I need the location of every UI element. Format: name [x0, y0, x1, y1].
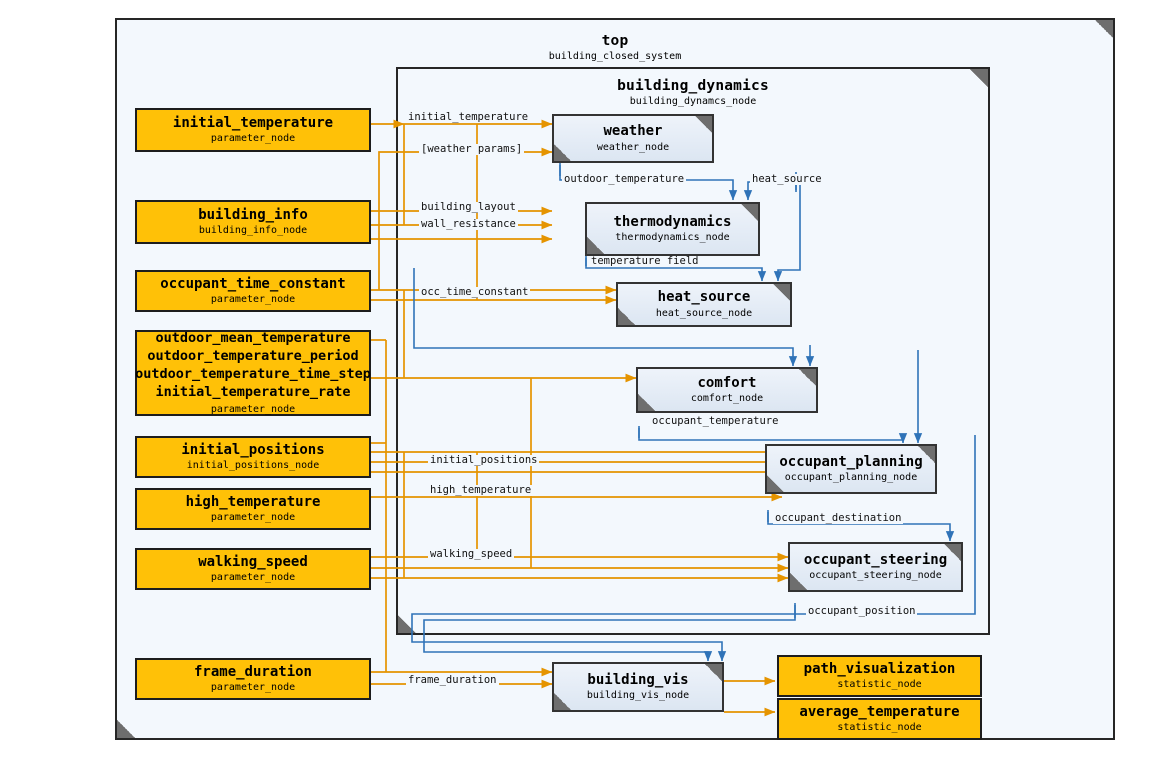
- container-building-dynamics-subtitle: building_dynamcs_node: [629, 96, 757, 107]
- node-subtitle: heat_source_node: [655, 307, 753, 319]
- node-high-temperature[interactable]: high_temperature parameter_node: [135, 488, 371, 530]
- edge-label-occ-time-constant: occ_time_constant: [419, 286, 531, 298]
- node-subtitle: parameter_node: [210, 403, 296, 415]
- node-title-line-1: outdoor_mean_temperature: [155, 330, 351, 347]
- edge-label-weather-params: [weather params]: [419, 143, 525, 155]
- node-occupant-time-constant[interactable]: occupant_time_constant parameter_node: [135, 270, 371, 312]
- container-building-dynamics-title: building_dynamics: [617, 78, 769, 94]
- node-title: frame_duration: [193, 663, 312, 680]
- folded-corner-icon: [767, 475, 784, 492]
- node-building-vis[interactable]: building_vis building_vis_node: [552, 662, 724, 712]
- node-title: occupant_time_constant: [160, 275, 346, 292]
- edge-label-building-layout: building_layout: [419, 201, 518, 213]
- edge-label-wall-resistance: wall_resistance: [419, 218, 518, 230]
- node-title: initial_temperature: [172, 114, 334, 131]
- node-subtitle: occupant_planning_node: [784, 472, 918, 484]
- folded-corner-icon: [554, 693, 571, 710]
- folded-corner-icon: [695, 116, 712, 133]
- node-subtitle: weather_node: [596, 141, 670, 153]
- edge-label-initial-temperature: initial_temperature: [406, 111, 531, 123]
- node-title: thermodynamics: [613, 213, 732, 230]
- edge-label-occupant-temperature: occupant_temperature: [650, 415, 781, 427]
- node-initial-positions[interactable]: initial_positions initial_positions_node: [135, 436, 371, 478]
- node-path-visualization[interactable]: path_visualization statistic_node: [777, 655, 982, 697]
- node-title: weather: [603, 123, 663, 140]
- node-title: walking_speed: [198, 553, 308, 570]
- node-subtitle: statistic_node: [837, 679, 922, 691]
- node-subtitle: initial_positions_node: [186, 460, 320, 472]
- node-subtitle: occupant_steering_node: [809, 570, 942, 582]
- node-occupant-steering[interactable]: occupant_steering occupant_steering_node: [788, 542, 963, 592]
- node-subtitle: thermodynamics_node: [615, 232, 730, 244]
- edge-label-occupant-destination: occupant_destination: [773, 512, 904, 524]
- edge-label-initial-positions: initial_positions: [428, 454, 540, 466]
- node-walking-speed[interactable]: walking_speed parameter_node: [135, 548, 371, 590]
- edge-label-heat-source: heat_source: [750, 173, 824, 185]
- folded-corner-icon: [773, 284, 790, 301]
- folded-corner-icon: [1095, 20, 1113, 38]
- edge-label-occupant-position: occupant_position: [806, 605, 918, 617]
- folded-corner-icon: [705, 664, 722, 681]
- folded-corner-icon: [554, 144, 571, 161]
- node-subtitle: parameter_node: [210, 133, 296, 145]
- node-subtitle: statistic_node: [837, 722, 922, 734]
- folded-corner-icon: [117, 720, 135, 738]
- node-title-line-2: outdoor_temperature_period: [147, 348, 359, 365]
- node-title: path_visualization: [803, 660, 956, 677]
- node-thermodynamics[interactable]: thermodynamics thermodynamics_node: [585, 202, 760, 256]
- node-title: occupant_steering: [803, 551, 948, 568]
- node-title: building_vis: [587, 671, 689, 688]
- node-title: heat_source: [657, 289, 751, 306]
- folded-corner-icon: [918, 446, 935, 463]
- container-top-title: top: [601, 33, 629, 49]
- node-subtitle: building_info_node: [198, 225, 308, 237]
- folded-corner-icon: [741, 204, 758, 221]
- node-weather[interactable]: weather weather_node: [552, 114, 714, 163]
- node-title: average_temperature: [799, 703, 960, 720]
- node-heat-source[interactable]: heat_source heat_source_node: [616, 282, 792, 327]
- edge-label-high-temperature: high_temperature: [428, 484, 534, 496]
- node-subtitle: parameter_node: [210, 294, 296, 306]
- node-initial-temperature[interactable]: initial_temperature parameter_node: [135, 108, 371, 152]
- node-subtitle: parameter_node: [210, 572, 296, 584]
- folded-corner-icon: [618, 308, 635, 325]
- node-average-temperature[interactable]: average_temperature statistic_node: [777, 698, 982, 740]
- node-title: comfort: [697, 374, 757, 391]
- node-subtitle: comfort_node: [690, 393, 764, 405]
- node-title-line-4: initial_temperature_rate: [155, 383, 351, 400]
- folded-corner-icon: [970, 69, 988, 87]
- edge-label-temperature-field: temperature field: [589, 255, 701, 267]
- node-outdoor-parameters[interactable]: outdoor_mean_temperature outdoor_tempera…: [135, 330, 371, 416]
- folded-corner-icon: [638, 394, 655, 411]
- node-title: high_temperature: [185, 493, 321, 510]
- node-comfort[interactable]: comfort comfort_node: [636, 367, 818, 413]
- node-subtitle: parameter_node: [210, 512, 296, 524]
- node-title-line-3: outdoor_temperature_time_step: [135, 366, 371, 383]
- node-occupant-planning[interactable]: occupant_planning occupant_planning_node: [765, 444, 937, 494]
- folded-corner-icon: [944, 544, 961, 561]
- edge-label-outdoor-temperature: outdoor_temperature: [562, 173, 687, 185]
- folded-corner-icon: [587, 237, 604, 254]
- node-title: building_info: [198, 206, 308, 223]
- node-title: initial_positions: [181, 441, 325, 458]
- node-subtitle: building_vis_node: [586, 690, 690, 702]
- node-subtitle: parameter_node: [210, 682, 296, 694]
- edge-label-frame-duration: frame_duration: [406, 674, 499, 686]
- folded-corner-icon: [398, 615, 416, 633]
- folded-corner-icon: [790, 573, 807, 590]
- node-title: occupant_planning: [779, 453, 923, 470]
- node-building-info[interactable]: building_info building_info_node: [135, 200, 371, 244]
- container-top-subtitle: building_closed_system: [548, 51, 682, 62]
- edge-label-walking-speed: walking_speed: [428, 548, 515, 560]
- node-frame-duration[interactable]: frame_duration parameter_node: [135, 658, 371, 700]
- folded-corner-icon: [799, 369, 816, 386]
